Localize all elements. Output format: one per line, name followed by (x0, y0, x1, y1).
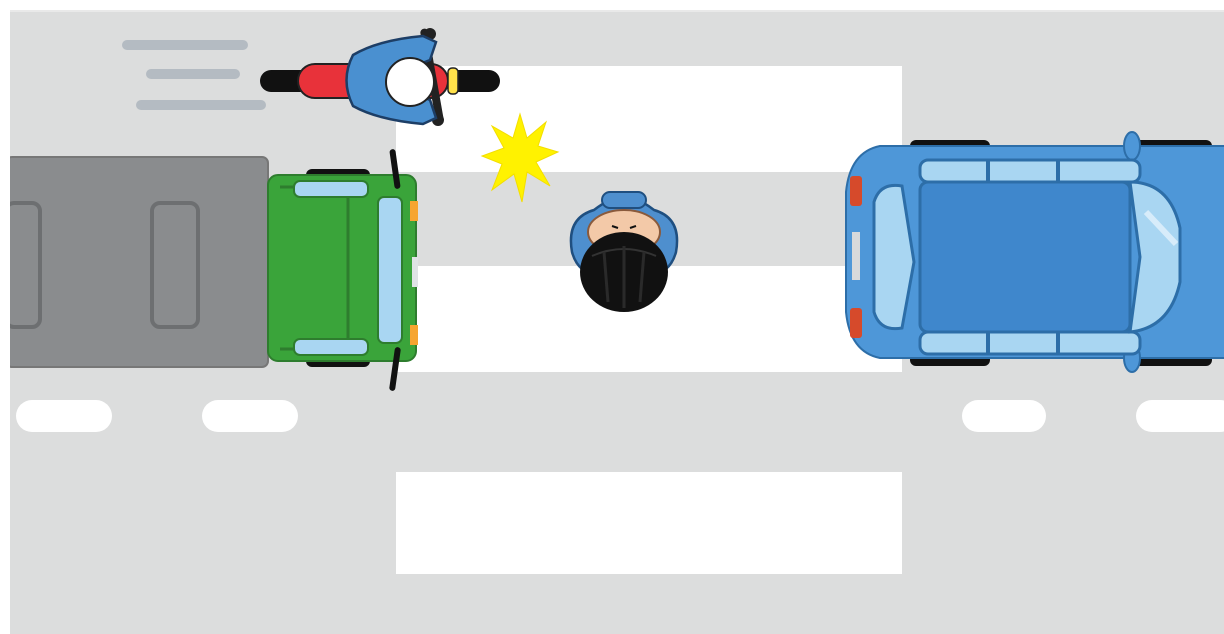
impact-burst-icon (480, 112, 560, 204)
lane-dash (962, 400, 1046, 432)
motorcycle-icon (258, 20, 503, 130)
truck-icon (10, 147, 436, 397)
speed-lines-icon (120, 36, 270, 116)
lane-dash (16, 400, 112, 432)
pedestrian-icon (564, 182, 684, 312)
crosswalk-stripe (396, 472, 902, 574)
car-icon (840, 132, 1224, 382)
road-surface (10, 10, 1224, 634)
lane-dash (1136, 400, 1224, 432)
lane-dash (202, 400, 298, 432)
